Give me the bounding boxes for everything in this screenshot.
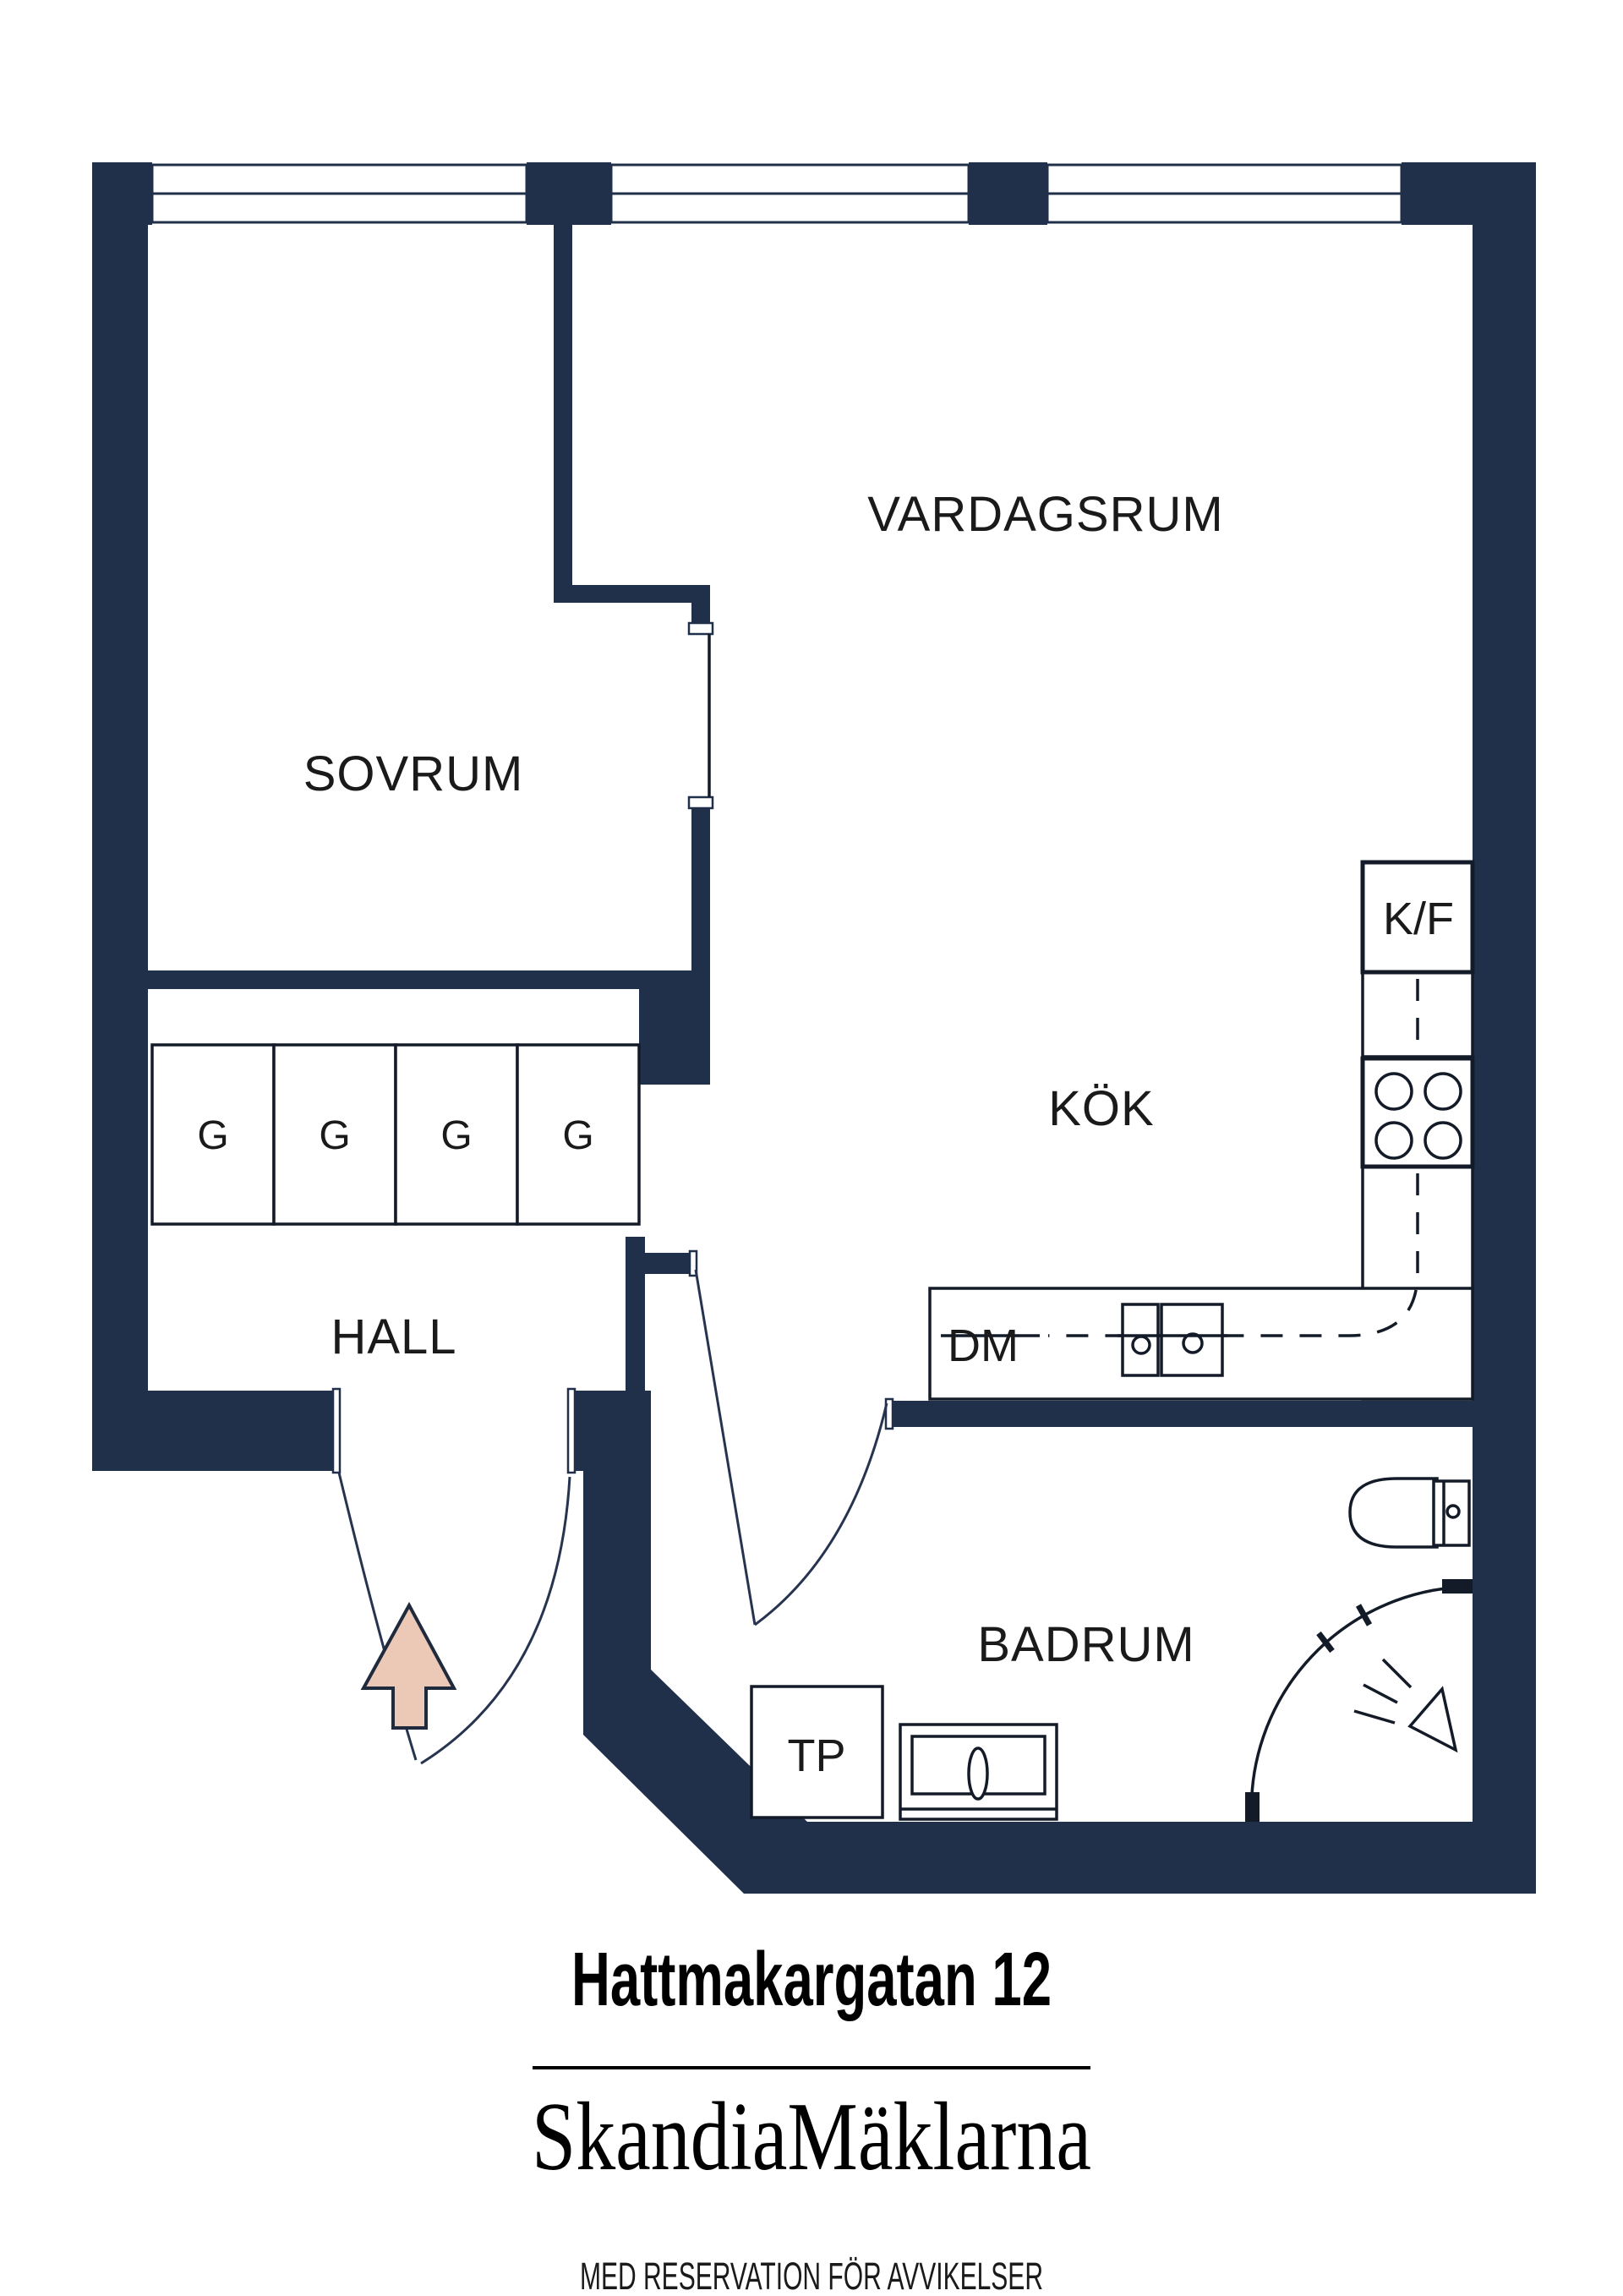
shower-spray-line-3 [1381,1658,1413,1689]
closet-box-4 [516,1043,641,1226]
closet-box-1 [150,1043,276,1226]
windows [150,163,1403,224]
wall-door-hinge-bar-horizontal [645,1253,691,1274]
laundry-unit-box [750,1685,884,1819]
fridge-freezer-label: K/F [1383,894,1454,944]
sink-drain-left [1131,1335,1151,1355]
shower-rail-anchor-floor [1245,1792,1260,1822]
entrance [337,1472,571,1765]
wall-bathroom-north [887,1401,1473,1427]
closet-label-1: G [197,1113,228,1158]
shower-spray-line-1 [1353,1709,1396,1725]
kitchen-fixtures: K/F DM [928,860,1475,1401]
jamb-bedroom-opening-upper [687,621,714,636]
door-jambs [331,621,894,1474]
toilet-tank [1432,1479,1471,1547]
shower-hook-1 [1355,1604,1373,1626]
bathroom-fixtures: TP [694,1269,1473,1823]
sink-right-basin [1160,1303,1224,1377]
toilet-flush-button [1445,1504,1461,1519]
room-labels: VARDAGSRUM SOVRUM KÖK HALL BADRUM [303,487,1223,1672]
wall-right [1473,225,1536,1894]
wall-entrance-stub [92,1391,334,1471]
closet-label-3: G [440,1113,472,1158]
jamb-hall-piece-left [566,1387,577,1474]
shower-spray-line-2 [1363,1683,1398,1704]
wall-door-hinge-bar-vertical [626,1237,645,1471]
room-label-living: VARDAGSRUM [867,487,1223,542]
disclaimer-text: MED RESERVATION FÖR AVVIKELSER [580,2255,1043,2296]
entrance-arrow-icon [360,1601,457,1730]
shower-head-icon [1407,1686,1458,1753]
stove-burner-3 [1374,1121,1413,1160]
closets: G G G G [150,1043,641,1226]
closet-box-3 [394,1043,519,1226]
closet-box-2 [272,1043,397,1226]
dishwasher-label: DM [948,1320,1019,1371]
wall-bedroom-south [148,970,710,989]
address-title: Hattmakargatan 12 [571,1938,1052,2022]
room-label-bedroom: SOVRUM [303,746,524,801]
wall-left [92,162,148,1471]
jamb-bedroom-opening-lower [687,795,714,810]
stove-burner-1 [1374,1072,1413,1111]
entrance-door-arc-right [420,1476,571,1765]
shower-rail [1249,1585,1473,1823]
washbasin-handle [967,1747,989,1801]
wall-top-pillar-2 [527,162,611,225]
room-label-hall: HALL [331,1309,456,1364]
bathroom-door-arc [754,1402,888,1626]
wall-bathroom-west-and-south [583,1471,1536,1894]
bathroom-door-leaf [694,1269,757,1626]
laundry-unit-label: TP [787,1730,845,1781]
room-label-bathroom: BADRUM [977,1617,1194,1672]
stove-burner-2 [1424,1072,1462,1111]
sink-drain-right [1182,1332,1204,1354]
brand-logo: SkandiaMäklarna [532,2083,1091,2191]
closet-label-4: G [562,1113,593,1158]
wall-top-pillar-3 [969,162,1047,225]
interior-walls [148,225,710,1085]
wall-bedroom-east-upper [554,225,572,603]
wall-closet-end-block [639,989,710,1085]
toilet-bowl-icon [1348,1477,1439,1549]
jamb-entrance-right [331,1387,342,1474]
stove-burner-4 [1424,1121,1462,1160]
fridge-freezer-box [1360,860,1475,975]
wall-bedroom-niche-top [554,585,710,603]
jamb-bathroom-door-hinge [688,1249,698,1277]
wall-top-right-corner [1402,162,1536,225]
shower-hook-2 [1316,1631,1335,1654]
kitchen-worktop-centerline [1048,979,1419,1337]
sink-left-basin [1121,1303,1160,1377]
closet-label-2: G [319,1113,350,1158]
shower-rail-anchor-wall [1442,1579,1473,1594]
outer-walls [92,162,1536,1894]
room-label-kitchen: KÖK [1048,1081,1155,1136]
wall-bedroom-niche-stub [691,603,710,625]
jamb-bathroom-door-strike [884,1397,894,1430]
footer: Hattmakargatan 12 SkandiaMäklarna MED RE… [532,1938,1091,2296]
